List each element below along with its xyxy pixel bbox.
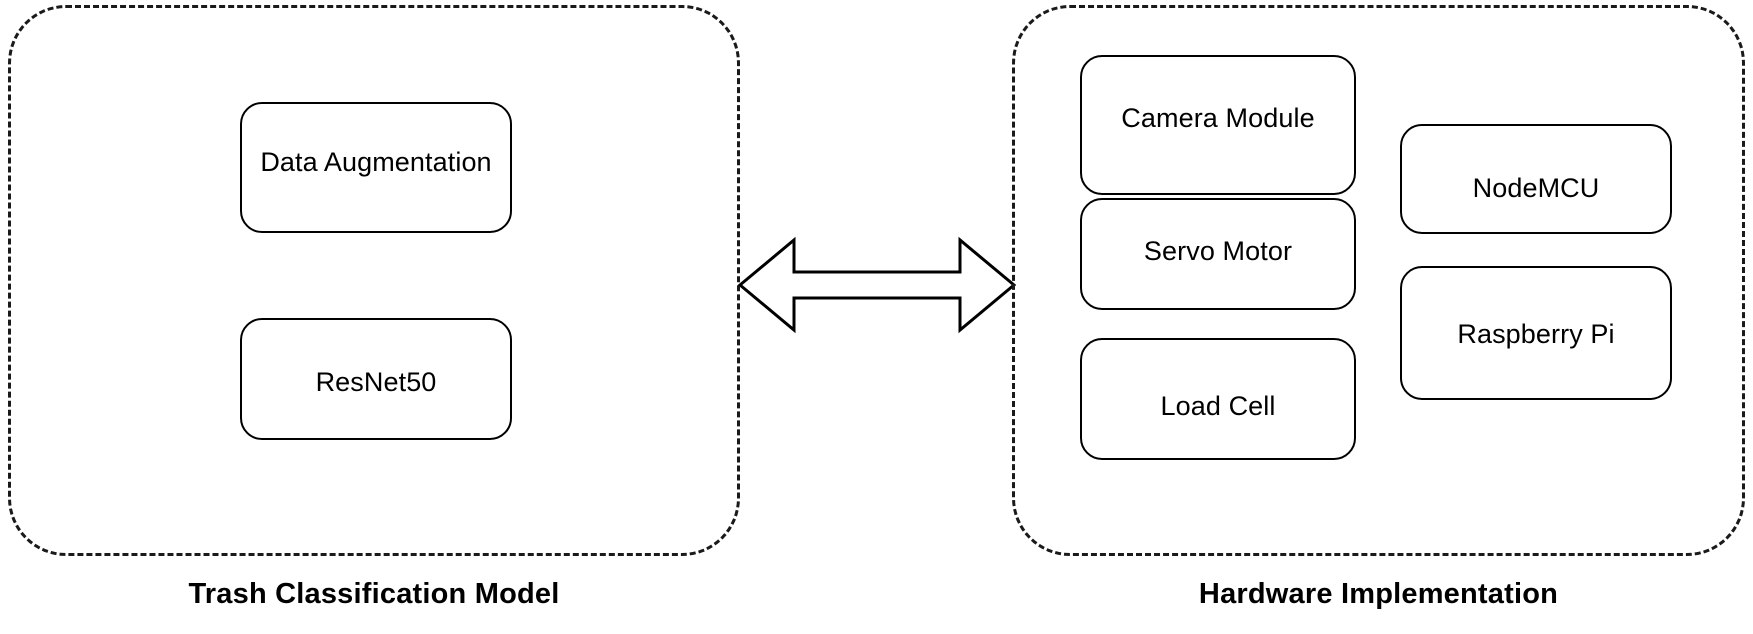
node-servo-motor-label: Servo Motor: [1143, 236, 1293, 267]
node-servo-motor[interactable]: Servo Motor: [1080, 198, 1356, 310]
group-trash-classification-model: [8, 5, 740, 556]
node-resnet50[interactable]: ResNet50: [240, 318, 512, 440]
caption-trash-classification-model: Trash Classification Model: [188, 578, 560, 610]
node-data-augmentation[interactable]: Data Augmentation: [240, 102, 512, 233]
node-resnet50-label: ResNet50: [315, 367, 437, 398]
node-nodemcu[interactable]: NodeMCU: [1400, 124, 1672, 234]
bidirectional-arrow-icon: [738, 236, 1016, 334]
caption-hardware-implementation: Hardware Implementation: [1198, 578, 1559, 610]
node-data-augmentation-label: Data Augmentation: [260, 146, 492, 177]
bidirectional-arrow-shape: [738, 236, 1016, 334]
node-load-cell[interactable]: Load Cell: [1080, 338, 1356, 460]
group-hardware-implementation: [1012, 5, 1745, 556]
node-raspberry-pi[interactable]: Raspberry Pi: [1400, 266, 1672, 400]
node-nodemcu-label: NodeMCU: [1472, 173, 1600, 204]
node-camera-module[interactable]: Camera Module: [1080, 55, 1356, 195]
node-camera-module-label: Camera Module: [1121, 103, 1315, 134]
node-raspberry-pi-label: Raspberry Pi: [1457, 319, 1615, 350]
node-load-cell-label: Load Cell: [1160, 391, 1276, 422]
